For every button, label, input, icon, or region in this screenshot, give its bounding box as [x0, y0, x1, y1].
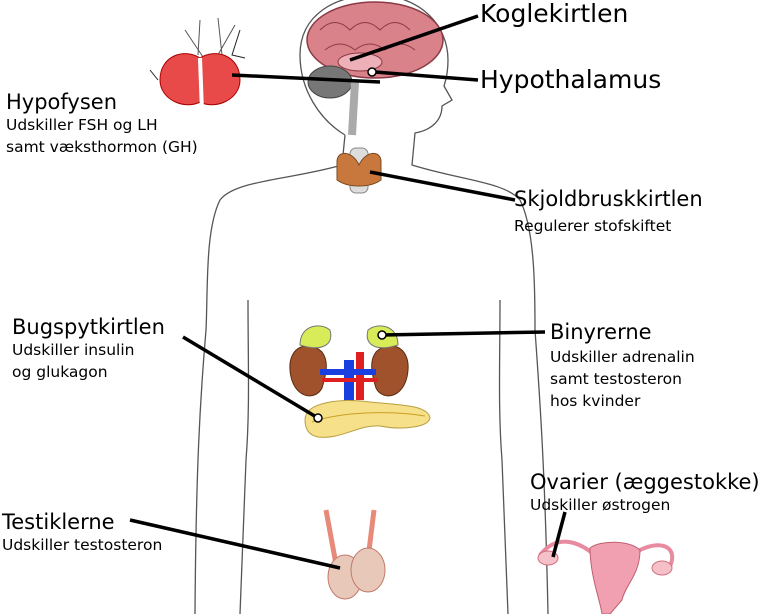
pituitary-label: Hypofysen Udskiller FSH og LH samt vækst…: [6, 90, 198, 158]
thyroid-icon: [336, 147, 382, 194]
testes-label: Testiklerne Udskiller testosteron: [2, 510, 162, 556]
adrenal-label: Binyrerne Udskiller adrenalin samt testo…: [550, 320, 695, 412]
ovaries-label: Ovarier (æggestokke) Udskiller østrogen: [530, 470, 760, 516]
pituitary-icon: [149, 17, 246, 113]
uterus-icon: [537, 539, 675, 614]
brain-icon: [306, 1, 444, 136]
pancreas-label: Bugspytkirtlen Udskiller insulin og gluk…: [12, 315, 165, 383]
testes-line1: Udskiller testosteron: [2, 536, 163, 555]
adrenal-title: Binyrerne: [550, 320, 652, 344]
pancreas-line2: og glukagon: [12, 363, 108, 382]
pancreas-title: Bugspytkirtlen: [12, 315, 165, 339]
thyroid-label: Skjoldbruskkirtlen Regulerer stofskiftet: [514, 187, 703, 237]
hypothalamus-label: Hypothalamus: [480, 65, 662, 94]
body-outline: [194, 0, 549, 614]
adrenal-line2: samt testosteron: [550, 370, 682, 389]
pointer-lines: [129, 14, 567, 570]
pituitary-line2: samt væksthormon (GH): [6, 138, 198, 157]
pineal-label: Koglekirtlen: [480, 0, 629, 28]
kidneys-adrenals-icon: [289, 325, 409, 402]
pancreas-icon: [304, 400, 431, 438]
ovaries-line1: Udskiller østrogen: [530, 496, 671, 515]
adrenal-line1: Udskiller adrenalin: [550, 348, 695, 367]
adrenal-line3: hos kvinder: [550, 392, 641, 411]
pancreas-line1: Udskiller insulin: [12, 341, 135, 360]
pituitary-line1: Udskiller FSH og LH: [6, 116, 158, 135]
pituitary-title: Hypofysen: [6, 90, 118, 114]
testes-title: Testiklerne: [2, 510, 115, 534]
testes-icon: [323, 509, 386, 600]
thyroid-title: Skjoldbruskkirtlen: [514, 187, 703, 211]
ovaries-title: Ovarier (æggestokke): [530, 470, 760, 494]
thyroid-line1: Regulerer stofskiftet: [514, 217, 672, 236]
